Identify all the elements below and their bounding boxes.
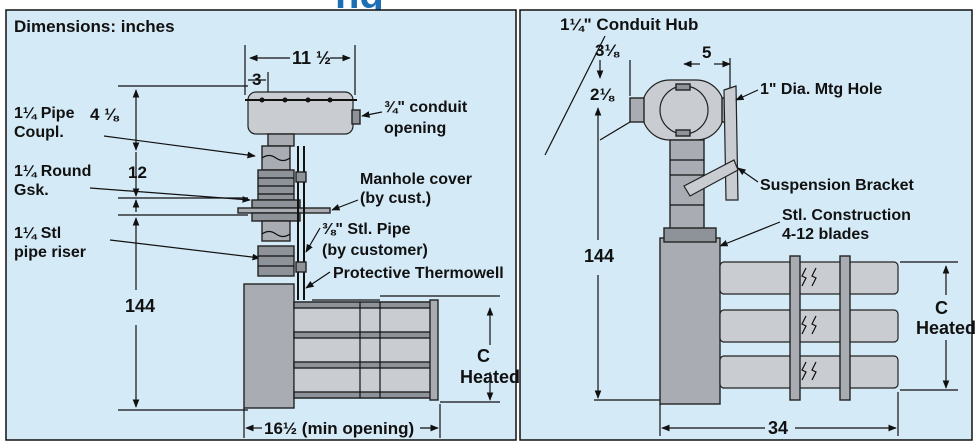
dim-min-opening: 16½ (min opening) — [264, 419, 414, 438]
dim-c-right: C — [935, 298, 948, 318]
dim-11-half: 11 ½ — [292, 48, 331, 68]
label-gasket-2: Gsk. — [14, 182, 49, 199]
label-conduit-1: ¾" conduit — [384, 99, 468, 116]
label-suspension-bracket: Suspension Bracket — [760, 177, 915, 194]
label-pipe-coupling-1: 1¼ Pipe — [14, 105, 75, 122]
label-riser-2: pipe riser — [14, 244, 86, 261]
dim-3-eighth: 3⅛ — [595, 41, 620, 60]
label-riser-1: 1¼ Stl — [14, 225, 61, 242]
label-manhole-2: (by cust.) — [360, 190, 431, 207]
dim-heated-left: Heated — [460, 367, 520, 387]
dim-4-eighth: 4 ⅛ — [90, 105, 120, 124]
dim-144-right: 144 — [584, 246, 614, 266]
dim-2-eighth: 2⅛ — [590, 85, 615, 104]
dim-3: 3 — [252, 70, 261, 89]
dim-144-left: 144 — [125, 296, 155, 316]
label-stl-pipe-1: ⅜" Stl. Pipe — [322, 221, 411, 238]
label-mtg-hole: 1" Dia. Mtg Hole — [760, 81, 882, 98]
dim-5: 5 — [702, 43, 711, 62]
label-gasket-1: 1¼ Round — [14, 163, 91, 180]
dim-c-left: C — [477, 346, 490, 366]
label-manhole-1: Manhole cover — [360, 171, 472, 188]
label-stl-pipe-2: (by customer) — [322, 242, 428, 259]
left-view: Dimensions: inches 11 ½ 3 4 ⅛ 12 144 1¼ … — [14, 17, 520, 438]
right-view: 1¼" Conduit Hub 3⅛ 5 2⅛ 1" Dia. Mtg Hole… — [544, 15, 976, 438]
label-pipe-coupling-2: Coupl. — [14, 124, 64, 141]
dim-heated-right: Heated — [916, 318, 976, 338]
label-conduit-hub: 1¼" Conduit Hub — [560, 15, 698, 34]
left-heading: Dimensions: inches — [14, 17, 175, 36]
dim-12: 12 — [128, 163, 147, 182]
label-thermowell: Protective Thermowell — [333, 265, 504, 282]
label-construction-2: 4-12 blades — [782, 226, 869, 243]
label-conduit-2: opening — [384, 120, 446, 137]
dim-34: 34 — [768, 418, 788, 438]
label-construction-1: Stl. Construction — [782, 207, 911, 224]
